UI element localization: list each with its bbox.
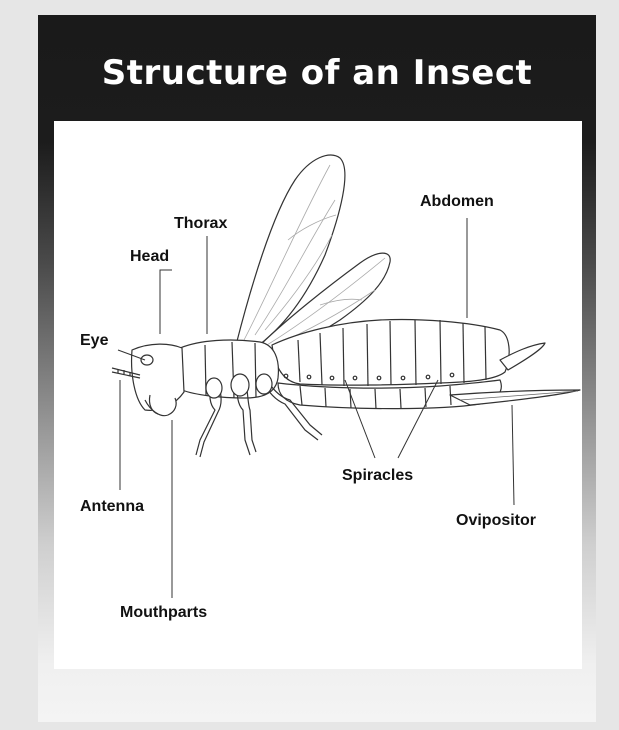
compound-eye: [141, 355, 153, 365]
label-spiracles: Spiracles: [342, 467, 413, 485]
label-abdomen: Abdomen: [420, 193, 494, 211]
label-head: Head: [130, 248, 169, 266]
ovipositor-leader: [512, 405, 514, 505]
head-leader: [160, 270, 172, 334]
label-eye: Eye: [80, 332, 108, 350]
label-thorax: Thorax: [174, 215, 227, 233]
label-ovipositor: Ovipositor: [456, 512, 536, 530]
label-mouthparts: Mouthparts: [120, 604, 207, 622]
label-antenna: Antenna: [80, 498, 144, 516]
